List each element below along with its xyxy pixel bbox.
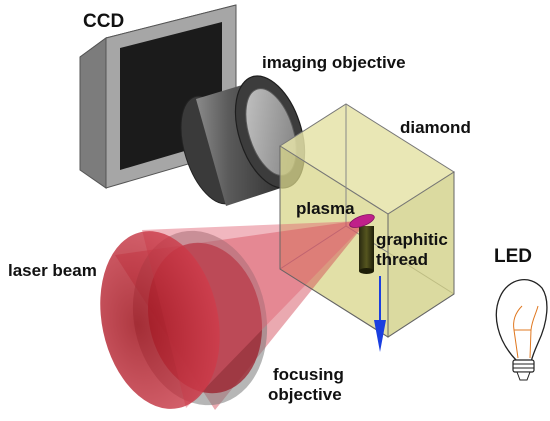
- label-ccd: CCD: [83, 11, 124, 32]
- plasma-spot: [349, 214, 375, 228]
- graphitic-thread: [359, 226, 374, 274]
- bulb-base: [512, 359, 535, 373]
- bulb-filament: [513, 305, 539, 359]
- laser-beam: [100, 220, 362, 410]
- label-objective: objective: [268, 385, 342, 404]
- laser-beam-base: [100, 231, 220, 409]
- bulb-tip: [516, 371, 531, 381]
- thread-body: [359, 226, 374, 271]
- label-focusing: focusing: [273, 365, 344, 384]
- diamond-hidden-edge-2: [279, 225, 347, 270]
- diamond-front: [279, 146, 455, 338]
- label-laser-beam: laser beam: [8, 261, 97, 280]
- label-imaging-objective: imaging objective: [262, 53, 406, 72]
- label-plasma: plasma: [296, 199, 355, 218]
- growth-direction-arrow: [374, 276, 386, 352]
- arrow-head: [374, 320, 386, 352]
- label-led: LED: [494, 246, 532, 267]
- label-graphitic: graphitic: [376, 230, 448, 249]
- label-diamond: diamond: [400, 118, 471, 137]
- led-bulb-icon: [495, 279, 548, 381]
- bulb-glass: [495, 279, 548, 363]
- ccd-left-face: [79, 37, 107, 189]
- thread-bottom: [359, 268, 374, 274]
- label-thread: thread: [376, 250, 428, 269]
